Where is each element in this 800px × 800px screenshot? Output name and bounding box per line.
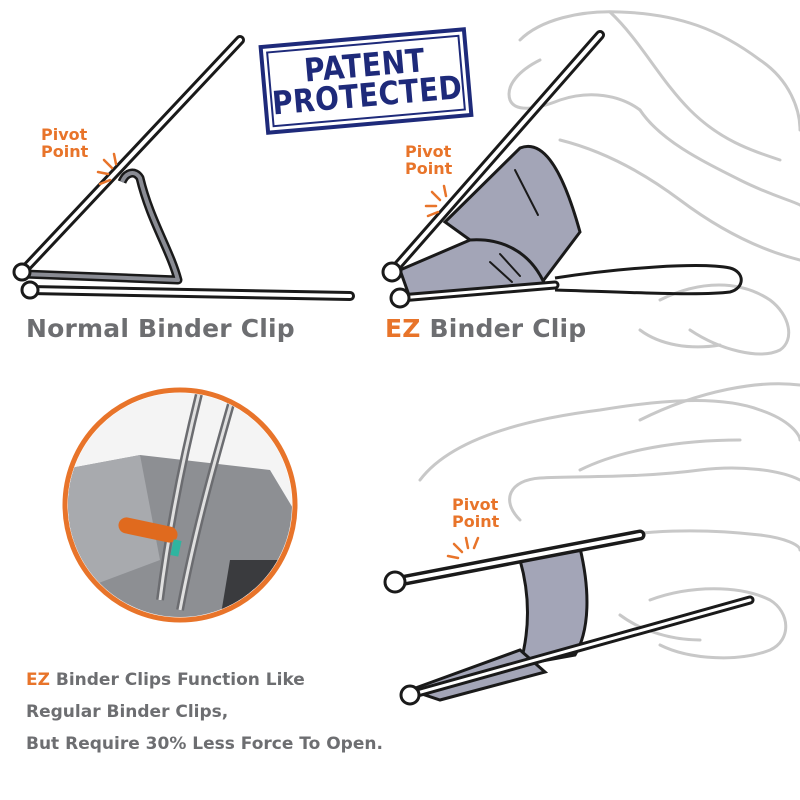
pivot-point-label-normal: Pivot Point (41, 126, 88, 160)
normal-binder-clip-illustration (12, 35, 355, 301)
pivot-label-line-1: Pivot (405, 142, 452, 161)
ez-binder-clip-open-illustration (383, 529, 755, 706)
pivot-label-line-1: Pivot (41, 125, 88, 144)
ez-binder-clip-illustration (381, 30, 743, 309)
pivot-label-line-2: Point (405, 159, 453, 178)
pivot-label-line-2: Point (452, 512, 500, 531)
description-line-3: But Require 30% Less Force To Open. (26, 734, 383, 754)
patent-protected-stamp: PATENT PROTECTED (258, 27, 474, 135)
caption-rest: Binder Clip (420, 314, 587, 343)
pivot-point-label-open: Pivot Point (452, 496, 499, 530)
ez-highlight: EZ (26, 670, 50, 690)
pivot-point-label-ez: Pivot Point (405, 143, 452, 177)
zoom-detail-photo (62, 387, 298, 623)
description-line-2: Regular Binder Clips, (26, 702, 229, 722)
description-line-1-rest: Binder Clips Function Like (49, 670, 305, 690)
normal-binder-clip-caption: Normal Binder Clip (26, 314, 295, 343)
ez-binder-clip-caption: EZ Binder Clip (385, 314, 586, 343)
description-line-1: EZ Binder Clips Function Like (26, 664, 383, 696)
description-text: EZ Binder Clips Function Like Regular Bi… (26, 664, 383, 760)
pivot-label-line-2: Point (41, 142, 89, 161)
ez-highlight: EZ (385, 314, 421, 343)
pivot-label-line-1: Pivot (452, 495, 499, 514)
hand-bottom-illustration (418, 382, 800, 660)
hand-top-illustration (507, 10, 800, 356)
